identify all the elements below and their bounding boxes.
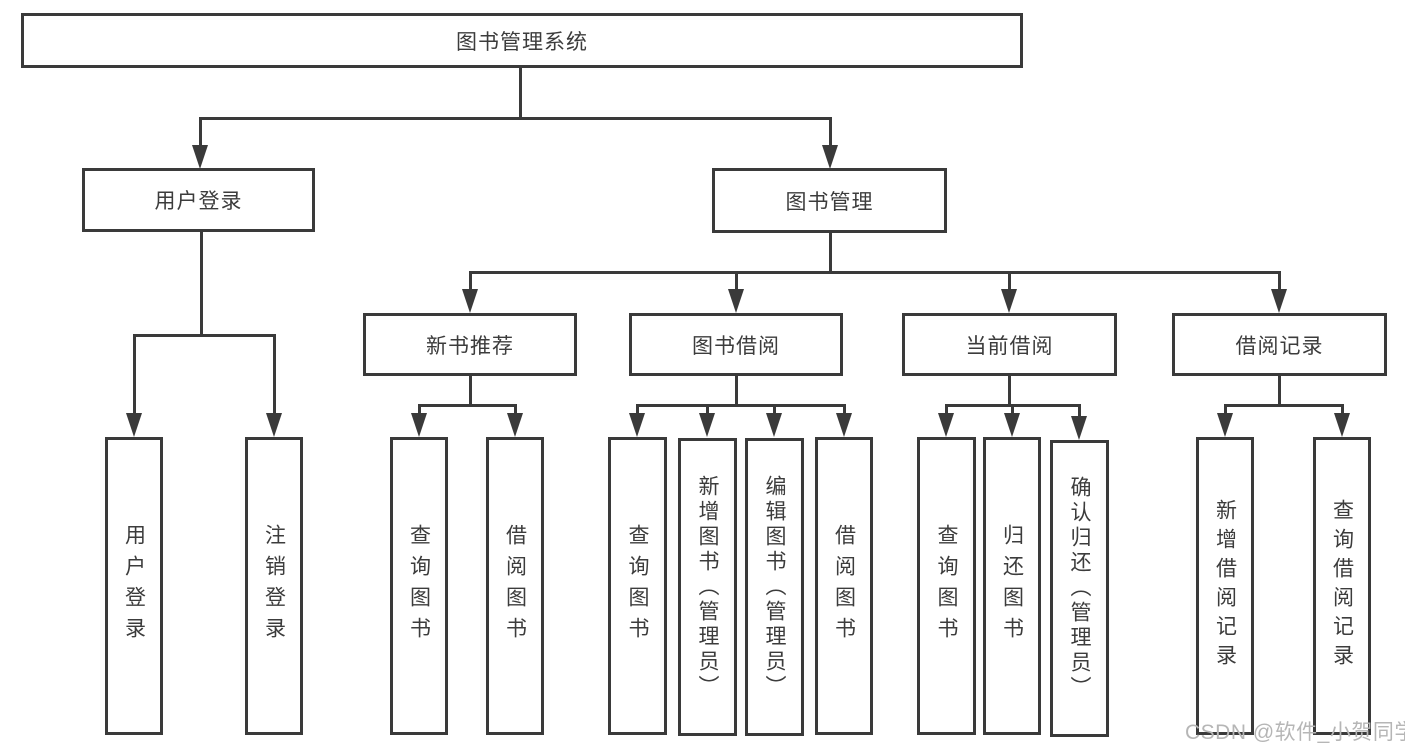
node-label: 编辑图书（管理员） [763,474,786,700]
leaf-borrow-books-2: 借阅图书 [815,437,873,735]
arrow-bb-borrow [836,413,852,437]
connector-drop-leaf-user-login [133,335,136,425]
node-label: 用户登录 [122,524,146,648]
leaf-return-books: 归还图书 [983,437,1041,735]
node-label: 图书管理 [785,190,874,214]
arrow-cb-query [938,413,954,437]
connector-book-mgmt-stem [829,233,832,272]
arrow-cb-confirm [1071,416,1087,440]
arrow-leaf-user-login [126,413,142,437]
connector-br-bar [1224,404,1344,407]
connector-root-bar [199,117,832,120]
connector-cb-stem [1008,376,1011,405]
node-label: 借阅图书 [832,524,856,648]
connector-bb-stem [735,376,738,405]
node-user-login: 用户登录 [82,168,315,232]
connector-user-login-stem [200,232,203,336]
connector-drop-book-management [829,118,832,158]
leaf-query-books-1: 查询图书 [390,437,448,735]
node-label: 确认归还（管理员） [1068,476,1091,701]
connector-br-stem [1278,376,1281,405]
node-label: 查询图书 [626,524,649,648]
connector-nbr-stem [469,376,472,405]
arrow-cb-return [1004,413,1020,437]
arrow-bb-query [629,413,645,437]
node-label: 查询图书 [407,524,431,648]
arrow-book-management [822,145,838,169]
connector-book-mgmt-bar [469,271,1281,274]
node-label: 借阅记录 [1235,334,1324,358]
node-label: 查询图书 [935,524,958,648]
node-label: 用户登录 [154,190,243,213]
arrow-book-borrow [728,289,744,313]
arrow-borrow-records [1271,289,1287,313]
connector-bb-bar [636,404,846,407]
arrow-new-book-rec [462,289,478,313]
connector-drop-book-borrow [735,272,738,302]
node-current-borrowing: 当前借阅 [902,313,1117,376]
leaf-user-login: 用户登录 [105,437,163,735]
node-label: 图书管理系统 [456,30,588,54]
arrow-user-login [192,145,208,169]
connector-root-stem [519,68,522,118]
node-label: 借阅图书 [503,524,527,648]
arrow-bb-edit [766,413,782,437]
connector-drop-borrow-records [1278,272,1281,302]
leaf-add-borrow-record: 新增借阅记录 [1196,437,1254,735]
arrow-nbr-borrow [507,413,523,437]
leaf-confirm-return-admin: 确认归还（管理员） [1050,440,1109,737]
leaf-query-books-3: 查询图书 [917,437,976,735]
leaf-borrow-books-1: 借阅图书 [486,437,544,735]
node-root: 图书管理系统 [21,13,1023,68]
arrow-bb-add [699,413,715,437]
node-label: 新书推荐 [426,334,514,358]
arrow-leaf-logout [266,413,282,437]
node-label: 查询借阅记录 [1330,499,1354,673]
connector-drop-new-book-rec [469,272,472,302]
leaf-query-borrow-record: 查询借阅记录 [1313,437,1371,735]
leaf-logout-login: 注销登录 [245,437,303,735]
leaf-query-books-2: 查询图书 [608,437,667,735]
node-book-borrowing: 图书借阅 [629,313,843,376]
node-label: 当前借阅 [965,334,1054,358]
connector-drop-user-login [199,118,202,158]
node-new-book-recommend: 新书推荐 [363,313,577,376]
arrow-br-add [1217,413,1233,437]
connector-nbr-bar [418,404,517,407]
node-book-management: 图书管理 [712,168,947,233]
node-borrowing-records: 借阅记录 [1172,313,1387,376]
connector-drop-leaf-logout [273,335,276,425]
node-label: 注销登录 [262,524,286,648]
arrow-br-query [1334,413,1350,437]
node-label: 归还图书 [1000,524,1024,648]
node-label: 新增图书（管理员） [696,474,719,700]
connector-user-login-bar [133,334,276,337]
leaf-add-book-admin: 新增图书（管理员） [678,438,737,736]
connector-drop-current-borrow [1008,272,1011,302]
leaf-edit-book-admin: 编辑图书（管理员） [745,438,804,736]
csdn-watermark: CSDN @软件_小贺同学 [1185,721,1405,744]
arrow-current-borrow [1001,289,1017,313]
node-label: 图书借阅 [692,334,780,358]
node-label: 新增借阅记录 [1213,499,1237,673]
arrow-nbr-query [411,413,427,437]
